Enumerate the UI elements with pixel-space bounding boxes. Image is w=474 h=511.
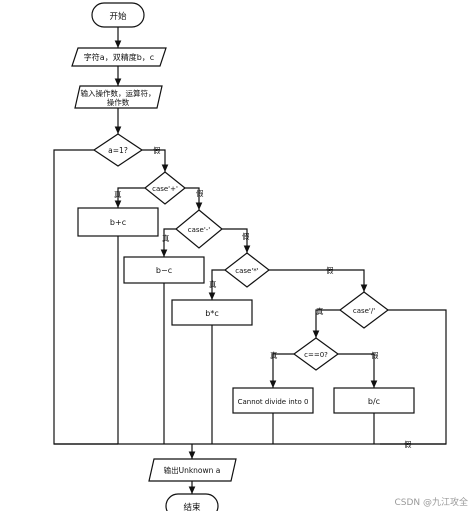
edge-minus-false [222,228,251,253]
label-true-minus: 真 [162,233,170,243]
label-true-plus: 真 [114,189,122,199]
label-true-times: 真 [209,279,217,289]
decision-minus-label: case'-' [188,226,211,234]
label-false-minus: 假 [242,232,250,241]
process-bdivc [333,387,415,414]
decision-div [339,291,389,329]
edge-labels: 假 真 假 真 假 真 假 真 真 假 假 [114,146,412,449]
input-ops-label-1: 输入操作数，运算符， [81,88,156,98]
output-unknown-label: 输出Unknown a [164,465,221,475]
process-btimesc-label: b*c [205,309,218,318]
process-bplusc-label: b+c [110,218,126,227]
decision-a1-label: a=1? [108,146,128,155]
edge-div-false-right [380,309,447,445]
process-bdivc-label: b/c [368,397,380,406]
process-cannot-divide-label: Cannot divide into 0 [238,398,309,406]
decision-c0-label: c==0? [304,351,328,359]
process-btimesc [171,299,253,326]
edge-minus-true [160,228,176,257]
decision-times-label: case'*' [235,267,259,275]
process-cannot-divide [232,387,314,414]
nodes: 开始 字符a，双精度b，c 输入操作数，运算符， 操作数 a=1? case'+… [71,2,415,511]
decision-plus [144,171,186,205]
edge-a1-true-left [53,149,118,445]
edge-c0-false [338,353,378,388]
edge-a1-false [142,149,169,172]
start-label: 开始 [109,11,127,22]
end-label: 结束 [183,502,201,511]
edge-div-true [312,309,340,338]
end-terminal [165,493,219,511]
process-bplusc [77,207,159,237]
process-bminusc [123,256,205,284]
edge-plus-true [114,187,145,208]
input-ops-node [74,85,163,109]
decision-times [224,252,270,288]
label-false-a1: 假 [153,146,161,155]
edge-times-true [208,269,225,300]
output-unknown-node [148,458,237,482]
decision-minus [175,209,223,249]
edge-c0-true [269,353,294,388]
decision-c0 [292,337,340,371]
input-chars-label: 字符a，双精度b，c [84,52,154,62]
edges [53,27,447,494]
watermark: CSDN @九江攻全 [394,498,468,508]
edge-plus-false [185,187,203,210]
process-bminusc-label: b−c [156,266,172,275]
label-false-times: 假 [326,266,334,275]
label-false-plus: 假 [196,189,204,198]
label-true-c0: 真 [270,350,278,360]
input-ops-label-2: 操作数 [107,97,130,107]
start-terminal [91,2,145,28]
decision-a1 [92,133,144,167]
decision-div-label: case'/' [353,307,375,315]
input-chars-node [71,47,167,67]
label-false-c0: 假 [371,351,379,360]
decision-plus-label: case'+' [152,185,178,193]
label-true-div: 真 [316,306,324,316]
label-false-div: 假 [404,440,412,449]
edge-times-false [269,269,368,292]
